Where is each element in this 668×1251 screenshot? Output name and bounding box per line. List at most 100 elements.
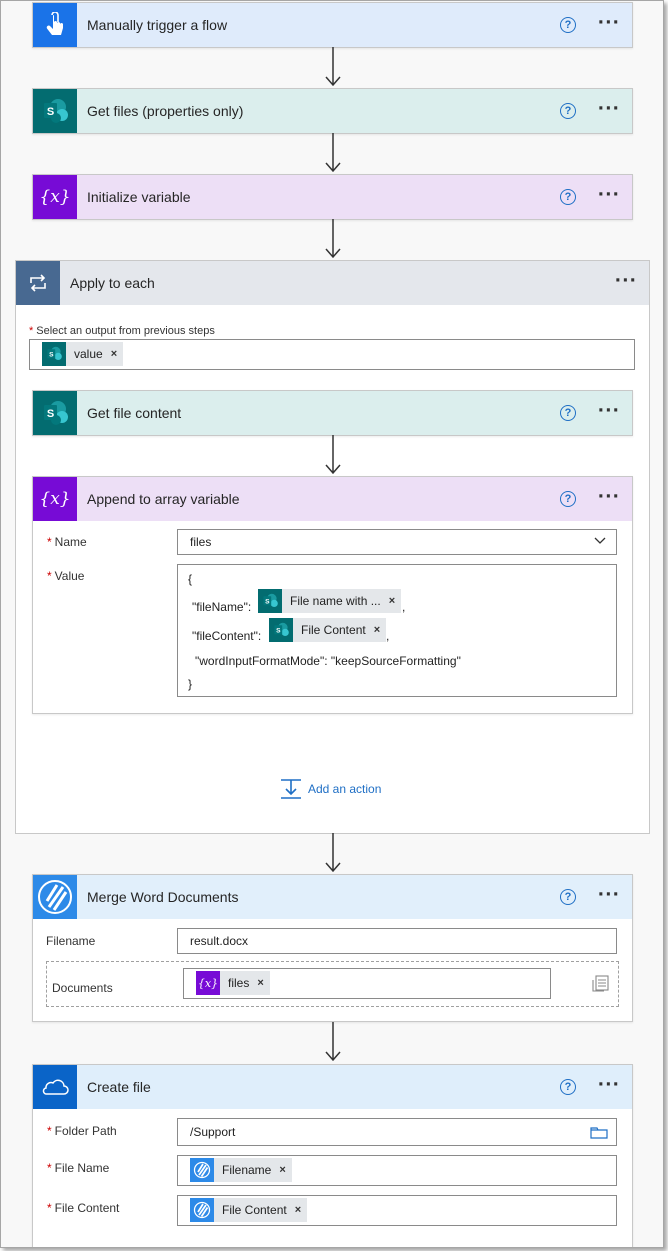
filecontent-token[interactable]: S File Content × bbox=[269, 618, 387, 642]
help-icon[interactable]: ? bbox=[560, 1079, 576, 1095]
merge-title: Merge Word Documents bbox=[87, 889, 239, 905]
variable-icon: {x} bbox=[196, 971, 220, 995]
help-icon[interactable]: ? bbox=[560, 405, 576, 421]
more-options-icon[interactable]: ··· bbox=[597, 99, 620, 119]
files-token-label: files bbox=[228, 976, 250, 990]
help-icon[interactable]: ? bbox=[560, 889, 576, 905]
comma: , bbox=[386, 629, 390, 643]
get-files-header[interactable]: S Get files (properties only) ? ··· bbox=[33, 89, 632, 133]
svg-text:S: S bbox=[276, 627, 281, 634]
more-options-icon[interactable]: ··· bbox=[597, 401, 620, 421]
down-arrow-icon bbox=[325, 133, 341, 173]
format-mode-line: "wordInputFormatMode": "keepSourceFormat… bbox=[195, 654, 461, 668]
trigger-title: Manually trigger a flow bbox=[87, 17, 228, 33]
remove-token-icon[interactable]: × bbox=[388, 595, 396, 607]
svg-text:S: S bbox=[49, 351, 54, 358]
initialize-variable-card[interactable]: {x} Initialize variable ? ··· bbox=[32, 174, 633, 220]
initialize-variable-header[interactable]: {x} Initialize variable ? ··· bbox=[33, 175, 632, 219]
more-options-icon[interactable]: ··· bbox=[597, 1075, 620, 1095]
filecontent-token-label: File Content bbox=[301, 623, 366, 637]
add-action-icon bbox=[281, 779, 301, 799]
filename-output-token[interactable]: Filename × bbox=[190, 1158, 292, 1182]
merge-word-documents-card[interactable]: Merge Word Documents ? ··· Filename resu… bbox=[32, 874, 633, 1022]
more-options-icon[interactable]: ··· bbox=[614, 271, 637, 291]
folder-path-label: *Folder Path bbox=[47, 1124, 117, 1138]
get-files-card[interactable]: S Get files (properties only) ? ··· bbox=[32, 88, 633, 134]
more-options-icon[interactable]: ··· bbox=[597, 885, 620, 905]
chevron-down-icon[interactable] bbox=[594, 537, 606, 545]
json-open-brace: { bbox=[188, 572, 193, 586]
merge-header[interactable]: Merge Word Documents ? ··· bbox=[33, 875, 632, 919]
merge-filename-field[interactable]: result.docx bbox=[177, 928, 617, 954]
value-editor[interactable]: { "fileName": S File name with ... × , "… bbox=[177, 564, 617, 697]
sharepoint-icon: S bbox=[33, 89, 77, 133]
remove-token-icon[interactable]: × bbox=[110, 348, 118, 360]
add-action-link[interactable]: Add an action bbox=[280, 779, 381, 799]
remove-token-icon[interactable]: × bbox=[257, 977, 264, 989]
switch-to-input-icon[interactable] bbox=[592, 974, 610, 992]
file-content-output-token[interactable]: File Content × bbox=[190, 1198, 308, 1222]
merge-connector-icon bbox=[190, 1158, 214, 1182]
svg-text:S: S bbox=[265, 598, 270, 605]
help-icon[interactable]: ? bbox=[560, 491, 576, 507]
documents-field[interactable]: {x} files × bbox=[183, 968, 551, 999]
help-icon[interactable]: ? bbox=[560, 189, 576, 205]
more-options-icon[interactable]: ··· bbox=[597, 185, 620, 205]
get-files-title: Get files (properties only) bbox=[87, 103, 244, 119]
get-file-content-card[interactable]: S Get file content ? ··· bbox=[32, 390, 633, 436]
folder-path-field[interactable]: /Support bbox=[177, 1118, 617, 1146]
merge-connector-icon bbox=[33, 875, 77, 919]
remove-token-icon[interactable]: × bbox=[294, 1204, 302, 1216]
more-options-icon[interactable]: ··· bbox=[597, 13, 620, 33]
trigger-card[interactable]: Manually trigger a flow ? ··· bbox=[32, 2, 633, 48]
select-output-label: *Select an output from previous steps bbox=[29, 325, 215, 337]
sharepoint-icon: S bbox=[33, 391, 77, 435]
trigger-header[interactable]: Manually trigger a flow ? ··· bbox=[33, 3, 632, 47]
down-arrow-icon bbox=[325, 435, 341, 475]
svg-text:S: S bbox=[47, 106, 54, 118]
append-to-array-header[interactable]: {x} Append to array variable ? ··· bbox=[33, 477, 632, 521]
filename-key: "fileName": bbox=[192, 600, 252, 614]
create-file-header[interactable]: Create file ? ··· bbox=[33, 1065, 632, 1109]
files-token[interactable]: {x} files × bbox=[196, 971, 270, 995]
comma: , bbox=[402, 600, 406, 614]
append-to-array-card[interactable]: {x} Append to array variable ? ··· *Name… bbox=[32, 476, 633, 714]
documents-label: Documents bbox=[52, 981, 113, 995]
create-file-title: Create file bbox=[87, 1079, 151, 1095]
filecontent-key: "fileContent": bbox=[192, 629, 262, 643]
onedrive-icon bbox=[33, 1065, 77, 1109]
variable-name-dropdown[interactable]: files bbox=[177, 529, 617, 555]
sharepoint-icon: S bbox=[42, 342, 66, 366]
initialize-variable-title: Initialize variable bbox=[87, 189, 191, 205]
value-label: *Value bbox=[47, 569, 85, 583]
merge-connector-icon bbox=[190, 1198, 214, 1222]
apply-to-each-title: Apply to each bbox=[70, 275, 155, 291]
more-options-icon[interactable]: ··· bbox=[597, 487, 620, 507]
folder-icon[interactable] bbox=[590, 1125, 608, 1139]
value-token[interactable]: S value × bbox=[42, 342, 124, 366]
apply-to-each-header[interactable]: Apply to each ··· bbox=[16, 261, 649, 305]
value-token-label: value bbox=[74, 347, 103, 361]
help-icon[interactable]: ? bbox=[560, 17, 576, 33]
create-file-card[interactable]: Create file ? ··· *Folder Path /Support … bbox=[32, 1064, 633, 1247]
sharepoint-icon: S bbox=[258, 589, 282, 613]
get-file-content-title: Get file content bbox=[87, 405, 182, 421]
file-content-field[interactable]: File Content × bbox=[177, 1195, 617, 1226]
select-output-field[interactable]: S value × bbox=[29, 339, 635, 370]
file-content-output-token-label: File Content bbox=[222, 1203, 287, 1217]
svg-text:S: S bbox=[47, 408, 54, 420]
filename-token[interactable]: S File name with ... × bbox=[258, 589, 402, 613]
append-to-array-title: Append to array variable bbox=[87, 491, 240, 507]
help-icon[interactable]: ? bbox=[560, 103, 576, 119]
remove-token-icon[interactable]: × bbox=[373, 624, 381, 636]
remove-token-icon[interactable]: × bbox=[279, 1164, 286, 1176]
get-file-content-header[interactable]: S Get file content ? ··· bbox=[33, 391, 632, 435]
name-label: *Name bbox=[47, 535, 87, 549]
down-arrow-icon bbox=[325, 219, 341, 259]
down-arrow-icon bbox=[325, 833, 341, 873]
loop-icon bbox=[16, 261, 60, 305]
json-close-brace: } bbox=[188, 677, 193, 691]
variable-icon: {x} bbox=[33, 175, 77, 219]
file-name-field[interactable]: Filename × bbox=[177, 1155, 617, 1186]
